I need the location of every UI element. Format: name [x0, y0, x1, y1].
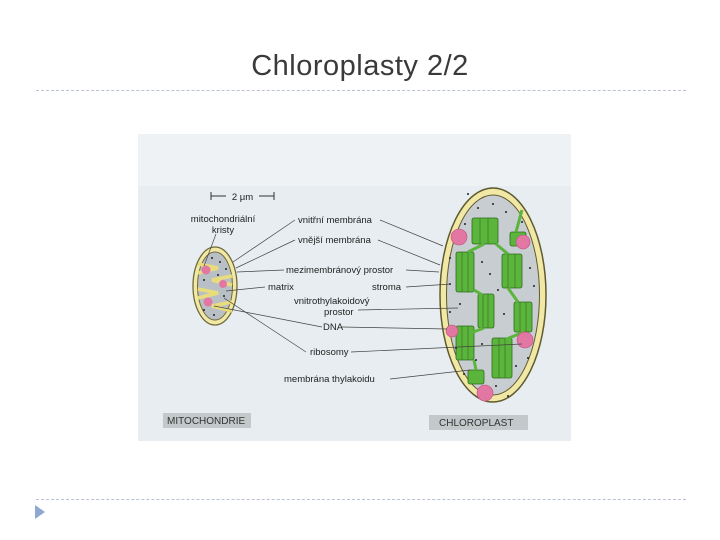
label-thylakoid-membrane: membrána thylakoidu	[284, 374, 375, 385]
mito-caption-box	[163, 413, 251, 428]
scale-bar	[210, 190, 275, 202]
label-stroma: stroma	[372, 282, 402, 293]
caption-mitochondrion: MITOCHONDRIE	[167, 416, 245, 427]
label-thylakoid-space-1: vnitrothylakoidový	[294, 296, 370, 307]
label-thylakoid-space-2: prostor	[324, 307, 354, 318]
label-mito-cristae-2: kristy	[212, 225, 234, 236]
figure-top-band	[138, 134, 571, 186]
scale-bar-label: 2 μm	[232, 192, 253, 203]
next-slide-arrow-icon[interactable]	[35, 505, 45, 519]
chloro-caption-box	[429, 415, 528, 430]
mitochondrion	[192, 246, 238, 326]
label-mito-cristae-1: mitochondriální	[191, 214, 256, 225]
label-inner-membrane: vnitřní membrána	[298, 215, 373, 226]
diagram-svg: 2 μm	[138, 134, 571, 430]
slide-title: Chloroplasty 2/2	[251, 50, 469, 82]
organelle-diagram: 2 μm	[138, 134, 571, 441]
top-divider	[36, 90, 686, 91]
leader-lines	[203, 219, 523, 380]
caption-chloroplast: CHLOROPLAST	[439, 418, 513, 429]
chloroplast	[439, 187, 547, 403]
bottom-divider	[36, 499, 686, 500]
label-ribosomes: ribosomy	[310, 347, 349, 358]
label-outer-membrane: vnější membrána	[298, 235, 372, 246]
label-matrix: matrix	[268, 282, 294, 293]
label-intermembrane-space: mezimembránový prostor	[286, 265, 393, 276]
label-dna: DNA	[323, 322, 344, 333]
